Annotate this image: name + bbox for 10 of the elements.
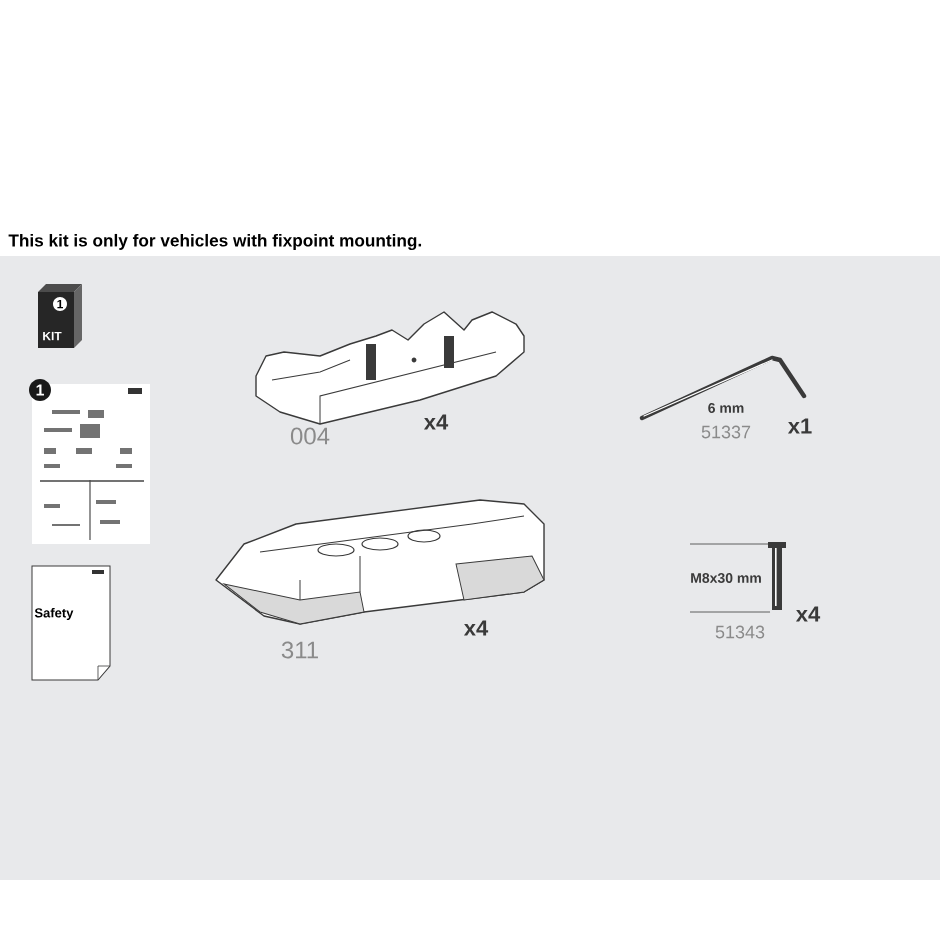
quantity: x4: [795, 606, 821, 622]
part-number: 311: [281, 641, 318, 659]
quantity: x4: [463, 620, 489, 636]
quantity: x1: [787, 418, 812, 434]
part-number: 004: [290, 427, 330, 445]
instruction-booklet: 1: [29, 379, 150, 544]
heading: This kit is only for vehicles with fixpoint mounting.: [8, 233, 422, 251]
quantity: x4: [423, 414, 449, 430]
part-number: 51343: [715, 625, 765, 639]
part-number: 51337: [701, 425, 751, 439]
